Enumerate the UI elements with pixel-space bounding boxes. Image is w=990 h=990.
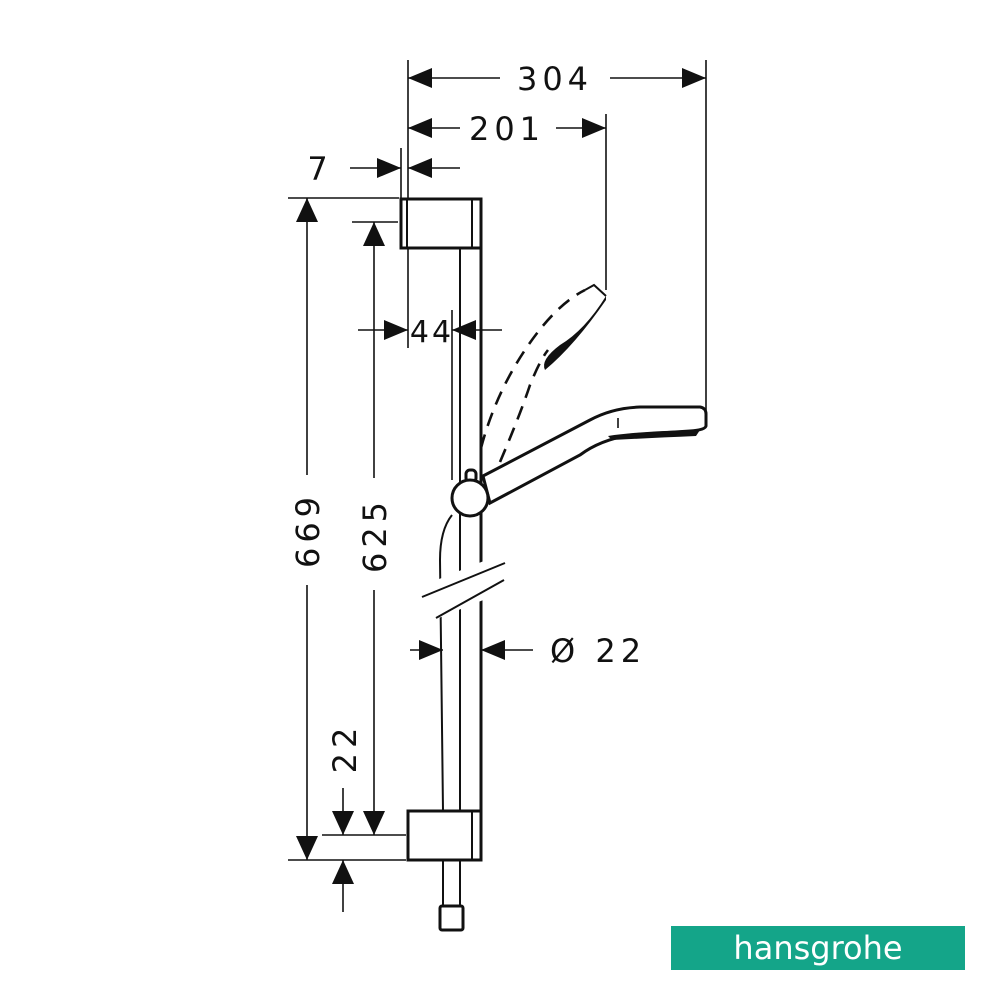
dimension-label: 625 xyxy=(356,497,394,573)
dimension-label: 669 xyxy=(289,492,327,568)
dimension-44: 44 xyxy=(358,315,502,350)
brand-name: hansgrohe xyxy=(733,929,903,967)
dimension-7: 7 xyxy=(307,150,460,188)
dimension-label: 7 xyxy=(307,150,332,188)
top-wall-bracket xyxy=(399,197,483,250)
handshower-tilted-outline xyxy=(479,283,607,463)
dimension-669: 669 xyxy=(289,198,327,860)
slider-knob xyxy=(450,468,490,518)
dimension-rail-diameter: Ø 22 xyxy=(410,632,646,670)
dimension-304: 304 xyxy=(408,60,706,98)
dimension-625: 625 xyxy=(356,222,394,835)
dimension-label: 44 xyxy=(410,315,454,350)
hansgrohe-logo: hansgrohe xyxy=(671,926,965,970)
dimension-label: 304 xyxy=(517,60,593,98)
dimension-label: 22 xyxy=(326,723,364,774)
dimension-22-bottom: 22 xyxy=(326,723,364,912)
dimension-label: Ø 22 xyxy=(550,632,646,670)
bottom-wall-bracket xyxy=(406,809,483,932)
shower-rail xyxy=(438,248,483,812)
dimension-201: 201 xyxy=(408,110,606,148)
break-lines xyxy=(416,554,514,622)
dimension-label: 201 xyxy=(469,110,545,148)
handshower xyxy=(481,405,708,506)
